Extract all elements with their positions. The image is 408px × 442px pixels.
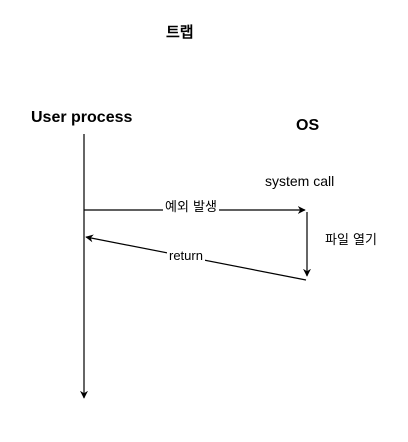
system-call-label: system call <box>265 173 335 189</box>
open-file-label: 파일 열기 <box>325 233 377 248</box>
exception-label: 예외 발생 <box>163 200 219 215</box>
diagram-title: 트랩 <box>166 23 194 41</box>
user-process-label: User process <box>31 109 133 126</box>
os-label: OS <box>296 117 320 134</box>
return-label: return <box>167 248 205 263</box>
